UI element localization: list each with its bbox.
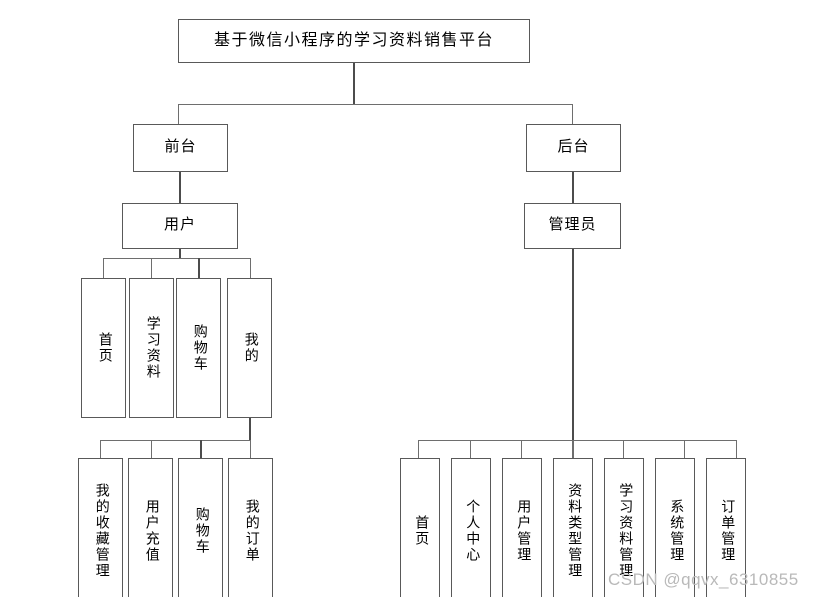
edge-mine-stem (249, 418, 251, 441)
edge-drop-admin-module-3 (572, 440, 574, 458)
node-user[interactable]: 用户 (122, 203, 238, 249)
edge-drop-backend (572, 104, 573, 124)
edge-drop-user-module-1 (151, 258, 152, 278)
node-user-module-materials[interactable]: 学习资料 (129, 278, 174, 418)
edge-backend-to-admin (572, 172, 574, 203)
node-admin[interactable]: 管理员 (524, 203, 621, 249)
node-admin-module-home[interactable]: 首页 (400, 458, 440, 597)
node-admin-module-order-management[interactable]: 订单管理 (706, 458, 746, 597)
watermark-text: CSDN @qqvx_6310855 (608, 570, 799, 589)
node-user-sub-orders[interactable]: 我的订单 (228, 458, 273, 597)
edge-drop-user-sub-1 (151, 440, 152, 458)
node-admin-module-profile[interactable]: 个人中心 (451, 458, 491, 597)
edge-admin-modules-bus (418, 440, 736, 441)
edge-drop-frontend (178, 104, 179, 124)
node-user-sub-cart[interactable]: 购物车 (178, 458, 223, 597)
edge-root-stem (353, 63, 355, 104)
node-admin-module-user-management[interactable]: 用户管理 (502, 458, 542, 597)
edge-user-submodules-bus (100, 440, 251, 441)
edge-drop-admin-module-1 (470, 440, 471, 458)
node-frontend[interactable]: 前台 (133, 124, 228, 172)
edge-drop-user-module-2 (198, 258, 200, 278)
edge-level1-bus (178, 104, 573, 105)
node-backend[interactable]: 后台 (526, 124, 621, 172)
edge-drop-admin-module-4 (623, 440, 624, 458)
node-user-sub-favorites[interactable]: 我的收藏管理 (78, 458, 123, 597)
edge-drop-admin-module-0 (418, 440, 419, 458)
edge-drop-user-sub-2 (200, 440, 202, 458)
edge-drop-admin-module-6 (736, 440, 737, 458)
edge-frontend-to-user (179, 172, 181, 203)
edge-drop-user-sub-0 (100, 440, 101, 458)
edge-user-modules-bus (103, 258, 251, 259)
node-user-module-home[interactable]: 首页 (81, 278, 126, 418)
edge-admin-stem (572, 249, 574, 441)
edge-drop-admin-module-2 (521, 440, 522, 458)
node-user-module-cart[interactable]: 购物车 (176, 278, 221, 418)
node-user-module-mine[interactable]: 我的 (227, 278, 272, 418)
node-user-sub-recharge[interactable]: 用户充值 (128, 458, 173, 597)
node-admin-module-system-management[interactable]: 系统管理 (655, 458, 695, 597)
edge-drop-admin-module-5 (684, 440, 685, 458)
node-admin-module-material-management[interactable]: 学习资料管理 (604, 458, 644, 597)
edge-drop-user-module-0 (103, 258, 104, 278)
edge-drop-user-sub-3 (250, 440, 251, 458)
edge-user-stem (179, 249, 181, 259)
node-admin-module-material-type-management[interactable]: 资料类型管理 (553, 458, 593, 597)
edge-drop-user-module-3 (250, 258, 251, 278)
node-root-platform[interactable]: 基于微信小程序的学习资料销售平台 (178, 19, 530, 63)
